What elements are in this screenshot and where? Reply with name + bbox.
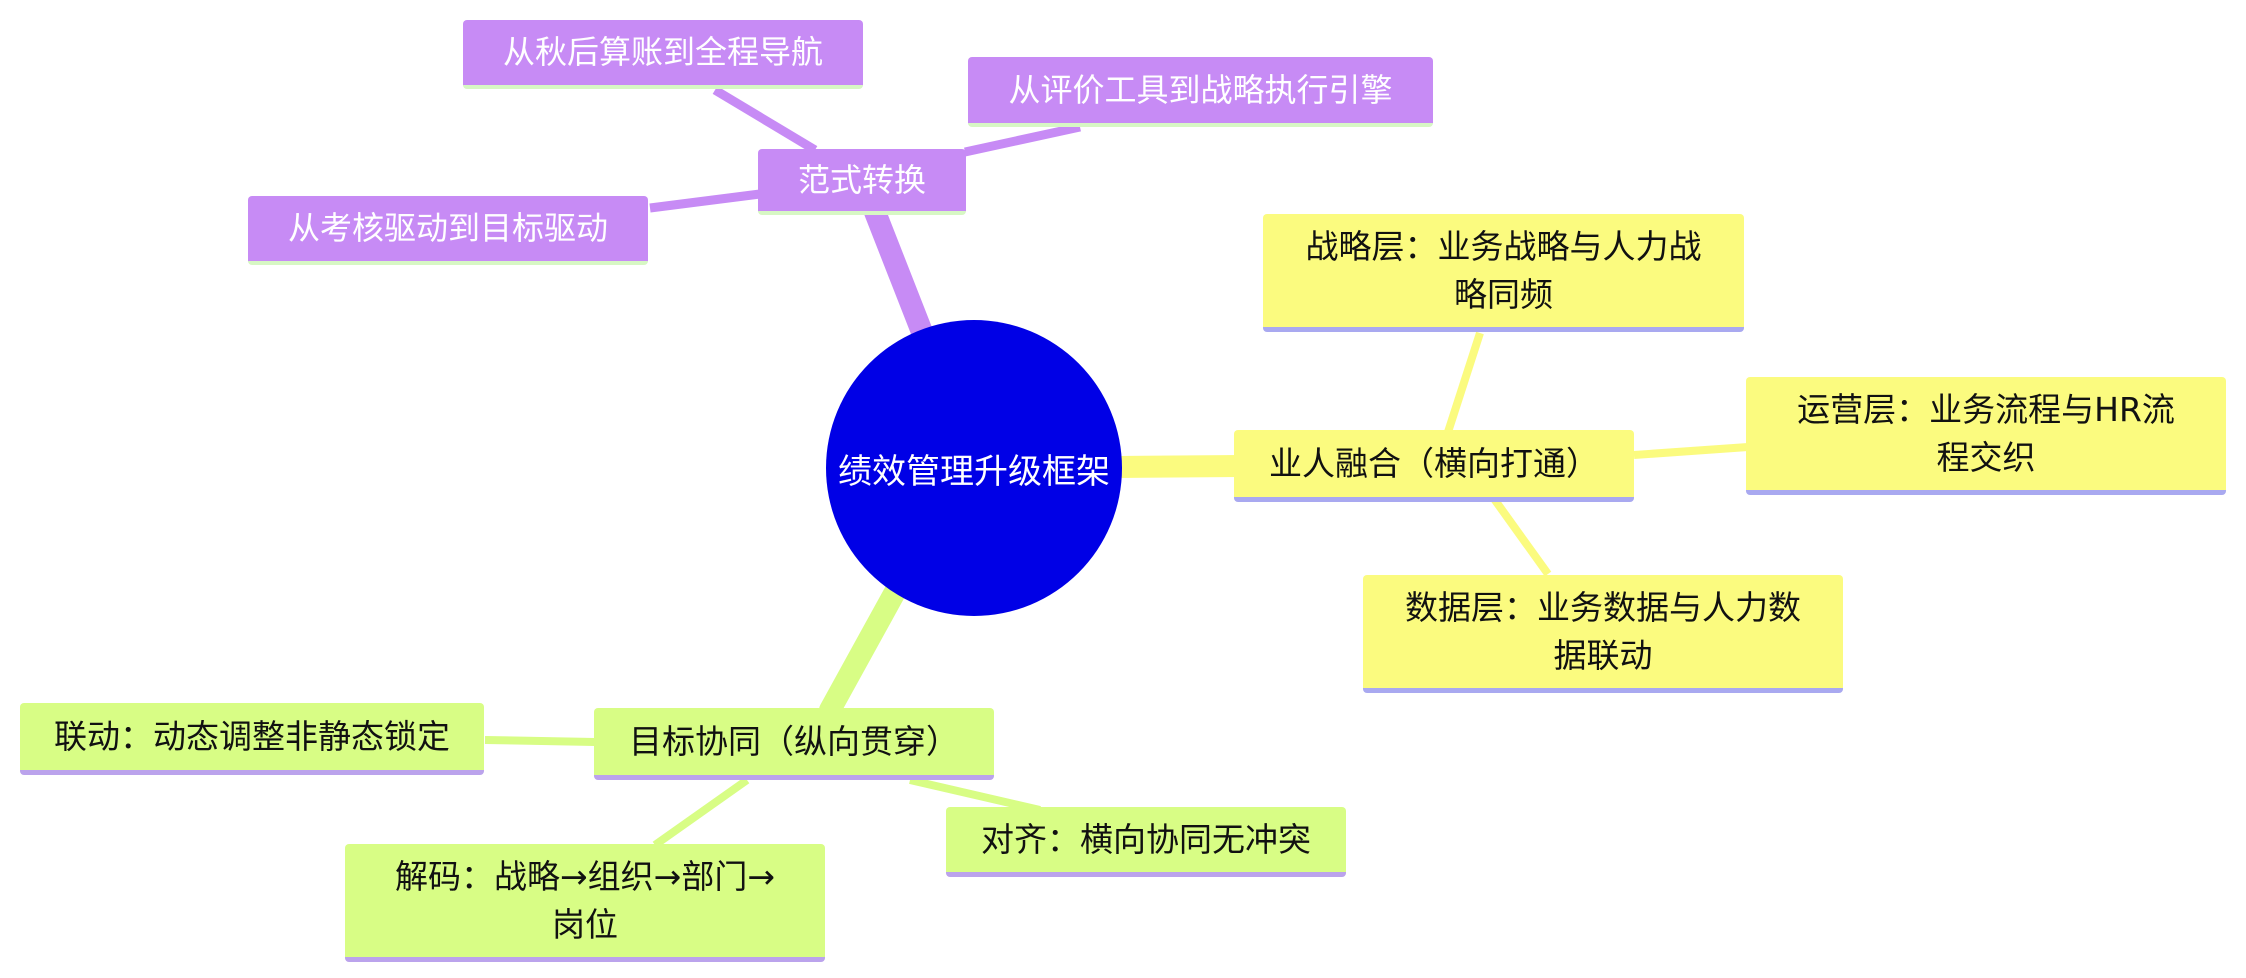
paradigm-child-2[interactable]: 从评价工具到战略执行引擎 <box>968 57 1433 127</box>
connector-goal-2 <box>652 776 750 849</box>
paradigm-child-1-label: 从秋后算账到全程导航 <box>502 33 823 72</box>
fusion-child-2[interactable]: 运营层：业务流程与HR流程交织 <box>1746 377 2226 495</box>
connector-root-goal <box>819 581 906 721</box>
connector-root-paradigm <box>864 201 933 343</box>
goal-child-1[interactable]: 联动：动态调整非静态锁定 <box>20 703 484 775</box>
branch-fusion-label: 业人融合（横向打通） <box>1269 443 1599 483</box>
fusion-child-1[interactable]: 战略层：业务战略与人力战略同频 <box>1263 214 1744 332</box>
connector-fusion-2 <box>1633 443 1749 459</box>
root-label: 绩效管理升级框架 <box>838 451 1110 492</box>
connector-paradigm-3 <box>649 189 761 213</box>
goal-child-2-label: 解码：战略→组织→部门→岗位 <box>395 856 775 944</box>
fusion-child-3[interactable]: 数据层：业务数据与人力数据联动 <box>1363 575 1843 693</box>
connector-fusion-3 <box>1488 493 1552 577</box>
paradigm-child-2-label: 从评价工具到战略执行引擎 <box>1008 70 1393 109</box>
paradigm-child-1[interactable]: 从秋后算账到全程导航 <box>463 20 863 89</box>
connector-root-fusion <box>1117 455 1241 478</box>
branch-goal-label: 目标协同（纵向贯穿） <box>629 721 959 761</box>
root-node[interactable]: 绩效管理升级框架 <box>826 320 1122 616</box>
connector-fusion-1 <box>1444 331 1484 434</box>
goal-child-1-label: 联动：动态调整非静态锁定 <box>54 716 450 756</box>
branch-fusion[interactable]: 业人融合（横向打通） <box>1234 430 1634 502</box>
goal-child-3-label: 对齐：横向协同无冲突 <box>981 819 1311 859</box>
connector-paradigm-1 <box>712 86 818 154</box>
goal-child-2[interactable]: 解码：战略→组织→部门→岗位 <box>345 844 825 962</box>
connector-goal-3 <box>909 776 1041 814</box>
connector-goal-1 <box>484 736 596 746</box>
fusion-child-3-label: 数据层：业务数据与人力数据联动 <box>1405 587 1801 675</box>
fusion-child-2-label: 运营层：业务流程与HR流程交织 <box>1797 389 2175 477</box>
branch-goal[interactable]: 目标协同（纵向贯穿） <box>594 708 994 780</box>
paradigm-child-3-label: 从考核驱动到目标驱动 <box>287 209 608 248</box>
branch-paradigm[interactable]: 范式转换 <box>758 149 966 215</box>
goal-child-3[interactable]: 对齐：横向协同无冲突 <box>946 807 1346 877</box>
fusion-child-1-label: 战略层：业务战略与人力战略同频 <box>1305 226 1702 314</box>
branch-paradigm-label: 范式转换 <box>797 160 926 199</box>
connector-paradigm-2 <box>964 122 1081 157</box>
paradigm-child-3[interactable]: 从考核驱动到目标驱动 <box>248 196 648 265</box>
